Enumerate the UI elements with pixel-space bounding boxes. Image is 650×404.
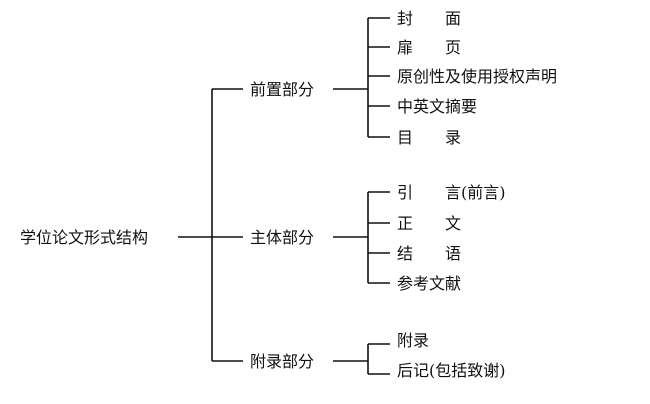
section-label-front: 前置部分 <box>250 80 314 99</box>
section-label-body: 主体部分 <box>250 228 314 247</box>
front-item-contents: 目 录 <box>397 128 461 147</box>
front-item-title-page: 扉 页 <box>397 38 461 57</box>
appendix-item-postscript: 后记(包括致谢) <box>397 361 506 380</box>
appendix-item-appendix: 附录 <box>397 331 429 350</box>
front-item-declaration: 原创性及使用授权声明 <box>397 67 557 86</box>
body-item-main-text: 正 文 <box>397 214 461 233</box>
body-item-introduction: 引 言(前言) <box>397 183 506 202</box>
body-item-conclusion: 结 语 <box>397 244 461 263</box>
body-item-references: 参考文献 <box>397 274 461 293</box>
section-label-appendix: 附录部分 <box>250 352 314 371</box>
front-item-abstract: 中英文摘要 <box>397 97 477 116</box>
front-item-cover: 封 面 <box>397 9 461 28</box>
root-label: 学位论文形式结构 <box>20 228 148 247</box>
